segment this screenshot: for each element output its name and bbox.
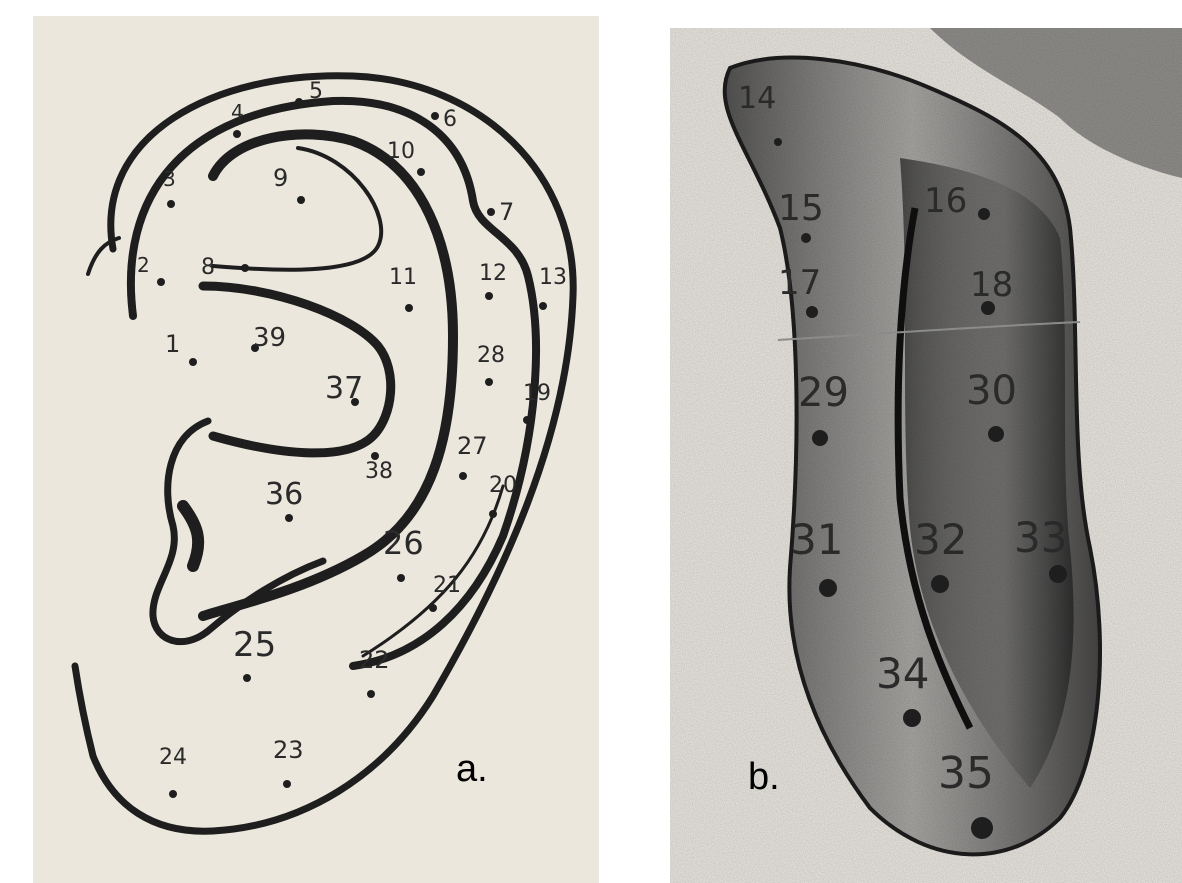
acupoint-label-9: 9 [273, 164, 288, 192]
acupoint-label-36: 36 [265, 477, 303, 512]
acupoint-label-16: 16 [924, 181, 967, 221]
acupoint-dot-16 [978, 208, 990, 220]
acupoint-dot-12 [485, 292, 493, 300]
acupoint-label-10: 10 [387, 139, 415, 164]
acupoint-label-38: 38 [365, 459, 393, 484]
acupoint-dot-23 [283, 780, 291, 788]
acupoint-label-7: 7 [499, 198, 514, 226]
acupoint-dot-29 [812, 430, 828, 446]
acupoint-dot-17 [806, 306, 818, 318]
points-a-layer: 1234567891011121319202122232425262728363… [137, 79, 567, 798]
acupoint-label-24: 24 [159, 745, 187, 770]
acupoint-label-29: 29 [798, 370, 849, 416]
acupoint-label-28: 28 [477, 343, 505, 368]
inferior-crus [203, 286, 391, 453]
acupoint-dot-25 [243, 674, 251, 682]
acupoint-label-21: 21 [433, 573, 461, 598]
acupoint-label-37: 37 [325, 371, 363, 406]
acupoint-dot-3 [167, 200, 175, 208]
panel-a-ear-front: 1234567891011121319202122232425262728363… [33, 16, 599, 883]
acupoint-dot-5 [295, 98, 303, 106]
acupoint-label-20: 20 [489, 473, 517, 498]
acupoint-label-4: 4 [231, 100, 244, 124]
acupoint-label-6: 6 [443, 107, 457, 132]
acupoint-label-30: 30 [966, 368, 1017, 414]
acupoint-label-11: 11 [389, 265, 417, 290]
acupoint-dot-2 [157, 278, 165, 286]
panel-label-b: b. [748, 756, 780, 799]
acupoint-dot-15 [801, 233, 811, 243]
acupoint-dot-22 [367, 690, 375, 698]
acupoint-label-13: 13 [539, 265, 567, 290]
acupoint-dot-4 [233, 130, 241, 138]
acupoint-label-23: 23 [273, 736, 304, 764]
acupoint-dot-6 [431, 112, 439, 120]
acupoint-dot-19 [523, 416, 531, 424]
acupoint-dot-21 [429, 604, 437, 612]
acupoint-dot-14 [774, 138, 782, 146]
acupoint-label-1: 1 [165, 330, 180, 358]
acupoint-dot-28 [485, 378, 493, 386]
acupoint-dot-10 [417, 168, 425, 176]
acupoint-label-8: 8 [201, 255, 215, 280]
acupoint-dot-32 [931, 575, 949, 593]
acupoint-label-39: 39 [253, 323, 286, 353]
acupoint-dot-26 [397, 574, 405, 582]
acupoint-dot-13 [539, 302, 547, 310]
acupoint-dot-33 [1049, 565, 1067, 583]
acupoint-dot-36 [285, 514, 293, 522]
panel-label-a: a. [456, 748, 488, 791]
acupoint-dot-7 [487, 208, 495, 216]
acupoint-dot-1 [189, 358, 197, 366]
acupoint-dot-35 [971, 817, 993, 839]
panel-b-ear-back: 14 15 16 17 18 29 30 31 32 33 34 35 b. [670, 28, 1182, 883]
acupoint-label-18: 18 [970, 265, 1013, 305]
triangular-fossa-upper [213, 148, 381, 270]
ear-back-diagram: 14 15 16 17 18 29 30 31 32 33 34 35 [670, 28, 1182, 883]
acupoint-dot-8 [241, 264, 249, 272]
acupoint-label-27: 27 [457, 432, 488, 460]
acupoint-dot-27 [459, 472, 467, 480]
acupoint-dot-31 [819, 579, 837, 597]
acupoint-label-32: 32 [914, 515, 967, 564]
acupoint-dot-34 [903, 709, 921, 727]
acupoint-dot-20 [489, 510, 497, 518]
acupoint-label-15: 15 [778, 188, 824, 229]
acupoint-label-3: 3 [163, 167, 176, 191]
tragus-shadow [183, 506, 198, 566]
ear-front-diagram: 1234567891011121319202122232425262728363… [33, 16, 599, 883]
acupoint-label-34: 34 [876, 649, 929, 698]
acupoint-label-25: 25 [233, 625, 276, 665]
acupoint-label-35: 35 [938, 748, 994, 799]
acupoint-label-26: 26 [383, 524, 424, 562]
acupoint-label-14: 14 [738, 81, 776, 116]
acupoint-dot-11 [405, 304, 413, 312]
acupoint-label-31: 31 [790, 515, 843, 564]
acupoint-dot-9 [297, 196, 305, 204]
acupoint-label-22: 22 [359, 646, 390, 674]
acupoint-dot-24 [169, 790, 177, 798]
acupoint-label-33: 33 [1014, 513, 1067, 562]
acupoint-label-12: 12 [479, 261, 507, 286]
acupoint-label-2: 2 [137, 253, 150, 277]
acupoint-label-19: 19 [523, 381, 551, 406]
acupoint-label-17: 17 [778, 263, 821, 303]
acupoint-label-5: 5 [309, 79, 323, 104]
acupoint-dot-30 [988, 426, 1004, 442]
